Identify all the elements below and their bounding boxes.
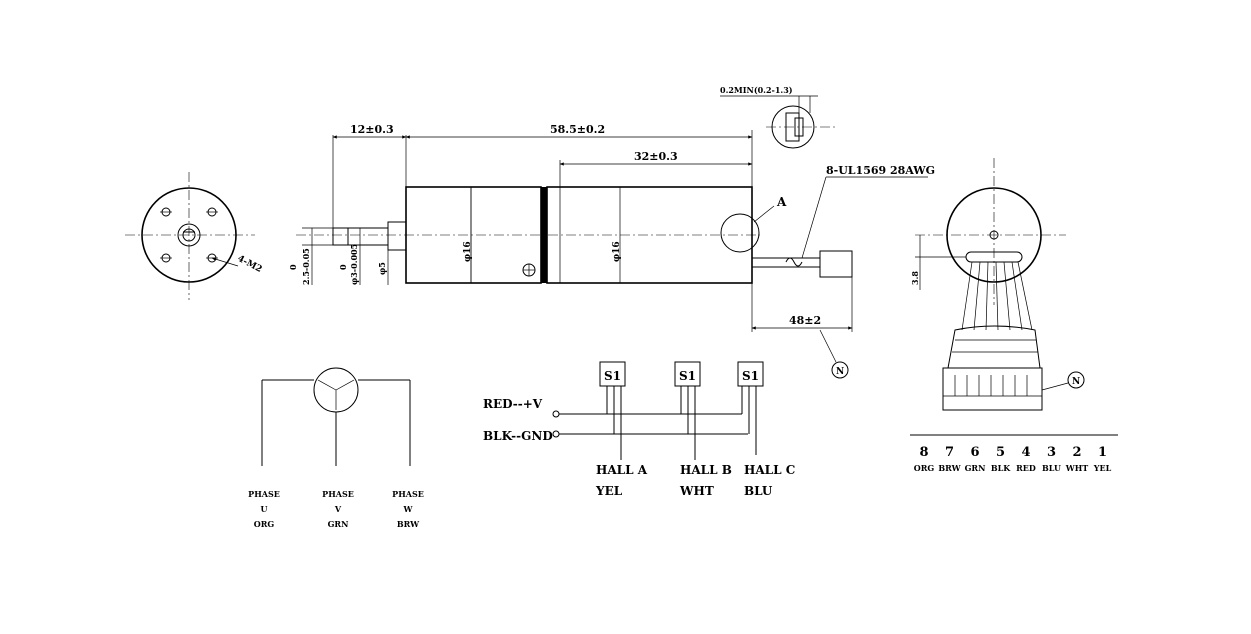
d3-tol-label: 0 <box>338 264 348 270</box>
shaft-len-label: 12±0.3 <box>350 123 394 136</box>
d3-label: φ3-0.005 <box>349 244 359 285</box>
phase-color: BRW <box>397 519 420 529</box>
motor-len-label: 32±0.3 <box>634 150 678 163</box>
phase-name: PHASE <box>322 489 354 499</box>
offset-label: 3.8 <box>910 271 920 285</box>
pin-number: 8 <box>919 445 928 460</box>
d16-b-label: φ16 <box>612 241 622 262</box>
d16-a-label: φ16 <box>463 241 473 262</box>
hall-sensor-box <box>737 361 764 387</box>
pin-color: RED <box>1016 463 1036 473</box>
hall-sensor-label: S1 <box>742 369 759 383</box>
pin-color: GRN <box>965 463 986 473</box>
pin-number: 3 <box>1047 445 1056 460</box>
pin-color: ORG <box>914 463 935 473</box>
pin-number: 1 <box>1098 445 1107 460</box>
hall-color: BLU <box>744 484 773 498</box>
flat-tol-label: 0 <box>288 264 298 270</box>
pin-number: 7 <box>945 445 954 460</box>
power-gnd-label: BLK--GND <box>483 429 553 443</box>
rear-view: 3.8 N <box>910 158 1118 436</box>
pin-color: WHT <box>1065 463 1089 473</box>
hall-sensor-label: S1 <box>679 369 696 383</box>
hall-name: HALL B <box>680 463 732 477</box>
hall-color: WHT <box>679 484 714 498</box>
hall-schematic: RED--+V BLK--GND <box>483 386 757 460</box>
gap-label: 0.2MIN(0.2-1.3) <box>720 85 793 95</box>
phase-letter: U <box>261 504 268 514</box>
pin-number: 2 <box>1072 445 1081 460</box>
hall-name: HALL A <box>596 463 648 477</box>
phase-name: PHASE <box>392 489 424 499</box>
detail-a-label: A <box>776 195 787 209</box>
hall-sensor-label: S1 <box>604 369 621 383</box>
power-pos-label: RED--+V <box>483 397 543 411</box>
pin-color: BLK <box>991 463 1011 473</box>
hall-name: HALL C <box>744 463 795 477</box>
side-view: A φ16 φ16 2.5-0.05 0 φ3-0.005 0 φ5 12±0.… <box>288 123 935 379</box>
flat-label: 2.5-0.05 <box>301 248 311 285</box>
pin-color: BLU <box>1042 463 1061 473</box>
phase-color: GRN <box>328 519 349 529</box>
lead-len-label: 48±2 <box>789 314 821 327</box>
marker-n2: N <box>1072 377 1080 387</box>
hall-sensor-box <box>599 361 626 387</box>
d5-label: φ5 <box>377 262 387 275</box>
pin-number: 6 <box>970 445 979 460</box>
hall-color: YEL <box>595 484 623 498</box>
hall-sensor-box <box>674 361 701 387</box>
detail-a-view: 0.2MIN(0.2-1.3) <box>720 85 838 149</box>
cable-label: 8-UL1569 28AWG <box>826 164 935 177</box>
phase-color: ORG <box>254 519 275 529</box>
phase-labels: PHASE U ORG PHASE V GRN PHASE W BRW <box>248 489 424 529</box>
pin-color: BRW <box>938 463 961 473</box>
phase-letter: W <box>403 504 414 514</box>
phase-letter: V <box>334 504 342 514</box>
total-len-label: 58.5±0.2 <box>550 123 605 136</box>
front-view: 4-M2 <box>125 172 263 300</box>
marker-n1: N <box>836 367 844 377</box>
pin-number: 4 <box>1021 445 1030 460</box>
pin-color: YEL <box>1093 463 1112 473</box>
m2-label: 4-M2 <box>236 254 264 275</box>
phase-name: PHASE <box>248 489 280 499</box>
pin-number: 5 <box>996 445 1005 460</box>
phase-schematic <box>261 367 411 466</box>
